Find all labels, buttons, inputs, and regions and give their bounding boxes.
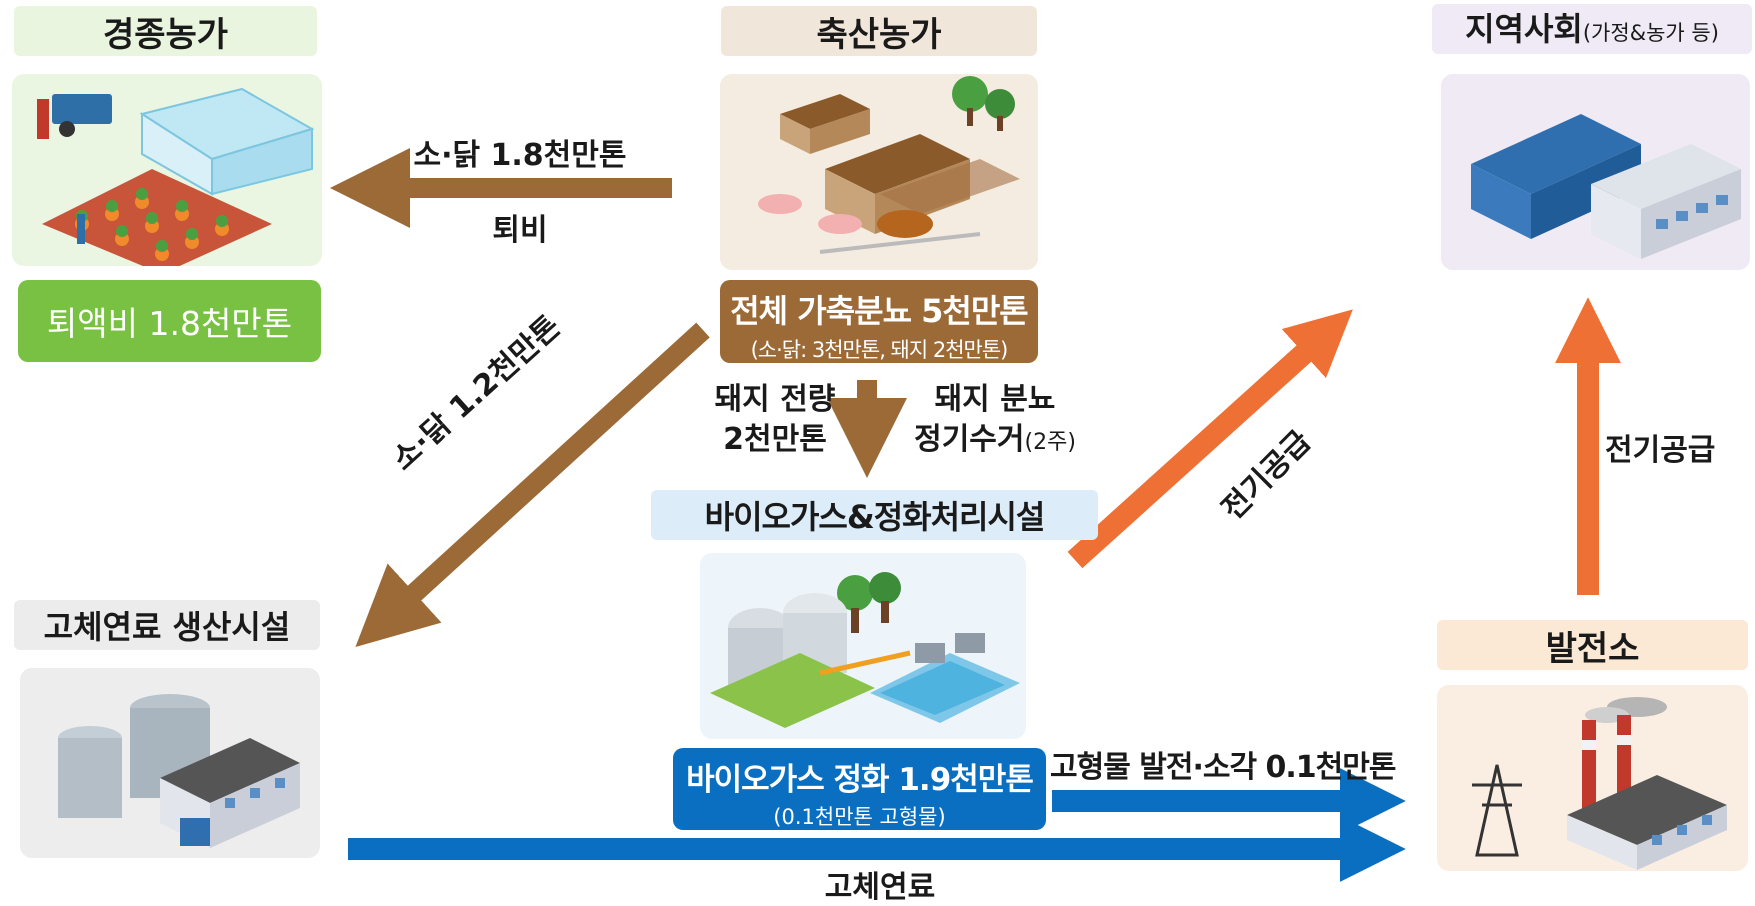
liquid-fertilizer-box: 퇴액비 1.8천만톤 [18,280,321,362]
power-plant-icon [1472,697,1727,870]
arrow-biogas-to-community [1067,309,1353,569]
flow-pig-all: 돼지 전량 2천만톤 [700,380,850,460]
total-manure-box: 전체 가축분뇨 5천만톤 (소·닭: 3천만톤, 돼지 2천만톤) [720,280,1038,363]
flow-pig-collect-line1: 돼지 분뇨 [934,382,1056,417]
warehouse-icon [1471,114,1741,259]
flow-community-plant: 전기공급 [1605,433,1716,468]
flow-pig-all-line1: 돼지 전량 [714,382,836,417]
flow-pig-collect: 돼지 분뇨 정기수거(2주) [895,380,1095,463]
biogas-illustration [700,553,1026,739]
livestock-farm-title: 축산농가 [721,6,1037,56]
community-title: 지역사회(가정&농가 등) [1432,4,1752,54]
biogas-result-sub: (0.1천만톤 고형물) [773,805,946,829]
total-manure-sub: (소·닭: 3천만톤, 돼지 2천만톤) [750,338,1009,362]
flow-solid-fuel: 고체연료 [824,870,936,905]
crop-farm-title-text: 경종농가 [102,14,229,55]
solid-fuel-illustration [20,668,320,858]
power-plant-illustration [1437,685,1748,871]
flow-solid-waste: 고형물 발전·소각 0.1천만톤 [1050,750,1396,785]
power-plant-title: 발전소 [1437,620,1748,670]
biogas-title-text: 바이오가스&정화처리시설 [704,498,1046,536]
biogas-result-box: 바이오가스 정화 1.9천만톤 (0.1천만톤 고형물) [673,748,1046,830]
biogas-plant-icon [710,572,1020,728]
community-title-sub: (가정&농가 등) [1582,21,1719,45]
flow-pig-collect-line2: 정기수거 [914,422,1025,457]
community-illustration [1441,74,1750,270]
biogas-result-main: 바이오가스 정화 1.9천만톤 [686,762,1034,798]
crop-farm-illustration [12,74,322,266]
flow-to-crop-amount: 소·닭 1.8천만톤 [413,138,627,173]
power-plant-title-text: 발전소 [1545,628,1640,669]
flow-pig-all-line2: 2천만톤 [723,422,827,457]
solid-fuel-title: 고체연료 생산시설 [14,600,320,650]
livestock-farm-illustration [720,74,1038,270]
total-manure-main: 전체 가축분뇨 5천만톤 [730,292,1029,330]
solid-fuel-title-text: 고체연료 생산시설 [43,608,291,646]
flow-to-crop-type: 퇴비 [492,213,548,248]
flow-pig-collect-sub: (2주) [1024,430,1076,455]
arrow-to-solid-fuel [355,322,710,647]
liquid-fertilizer-text: 퇴액비 1.8천만톤 [46,304,293,343]
biogas-title: 바이오가스&정화처리시설 [651,490,1098,540]
greenhouse-farm-icon [37,87,315,266]
crop-farm-title: 경종농가 [14,6,317,56]
livestock-barn-icon [758,76,1020,254]
community-title-main: 지역사회 [1465,10,1583,48]
solid-fuel-factory-icon [58,694,300,848]
livestock-farm-title-text: 축산농가 [816,14,942,55]
